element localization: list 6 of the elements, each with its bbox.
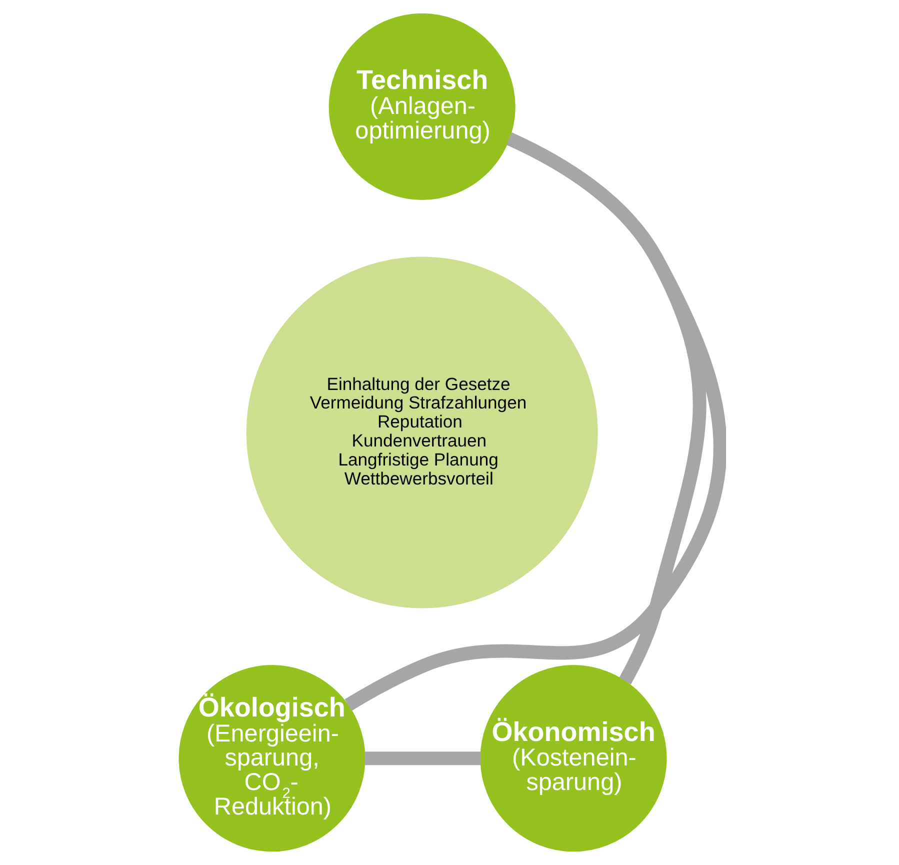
connector bbox=[364, 752, 480, 766]
node-circle: Einhaltung der Gesetze Vermeidung Strafzahlungen Reputation Kundenvertrauen Langfristige Planung Wettbewerbsvorteil bbox=[246, 256, 598, 608]
connector bbox=[344, 132, 726, 711]
node-circle: Technisch (Anlagen- optimierung) bbox=[328, 13, 515, 200]
node-circle: Ökologisch (Energieein- sparung, CO$_{2}$- Reduktion) bbox=[178, 665, 365, 852]
node-circle: Ökonomisch (Kostenein- sparung) bbox=[480, 665, 666, 852]
